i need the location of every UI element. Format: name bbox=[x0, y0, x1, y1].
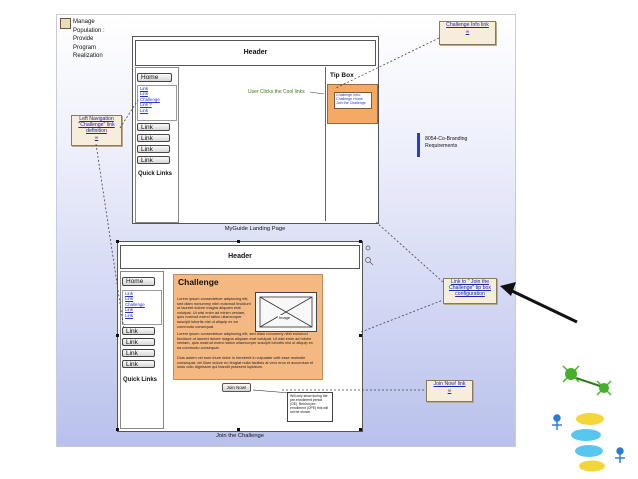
challenge-link-button[interactable]: Link bbox=[122, 327, 155, 335]
tip-link[interactable]: Join the Challenge bbox=[336, 101, 366, 105]
requirement-line: 8054-Co-Branding bbox=[425, 136, 468, 142]
pointer-arrowhead bbox=[500, 282, 516, 296]
challenge-page-caption: Join the Challenge bbox=[215, 433, 265, 439]
use-case-oval bbox=[575, 445, 603, 457]
selection-handle[interactable] bbox=[359, 240, 362, 243]
requirement-bar bbox=[417, 133, 420, 157]
note-text: Challenge Info link bbox=[446, 22, 489, 28]
landing-left-column bbox=[135, 67, 179, 223]
link-chain-icon: ∞ bbox=[447, 388, 452, 394]
nav-link[interactable]: Link bbox=[125, 291, 134, 296]
package-title-line: Program bbox=[73, 44, 97, 51]
challenge-link-button[interactable]: Link bbox=[122, 360, 155, 368]
package-title-line: Manage bbox=[73, 19, 95, 25]
nav-link[interactable]: Link bbox=[125, 312, 134, 318]
landing-nav-links: Link Link Challenge Link ? Link bbox=[137, 85, 177, 121]
connector-line bbox=[95, 143, 125, 331]
package-title-line: Population : bbox=[73, 27, 105, 34]
use-case-oval bbox=[571, 429, 601, 441]
selection-handle[interactable] bbox=[116, 428, 119, 431]
image-label: Image bbox=[278, 315, 292, 320]
landing-page-caption: MyGuide Landing Page bbox=[224, 226, 286, 232]
requirement-line: Requirements bbox=[425, 143, 458, 149]
actor-icon bbox=[615, 447, 625, 463]
landing-right-column bbox=[325, 67, 377, 221]
zoom-icon bbox=[365, 257, 371, 263]
selection-handle[interactable] bbox=[116, 240, 119, 243]
nav-link[interactable]: Link bbox=[140, 86, 149, 91]
note-join-link-config[interactable]: Link to " Join the Challenge" tip box co… bbox=[443, 278, 497, 304]
selection-handle[interactable] bbox=[237, 428, 240, 431]
note-text: Join Now! link bbox=[433, 381, 466, 387]
landing-link-button[interactable]: Link bbox=[137, 123, 170, 131]
challenge-left-column bbox=[120, 271, 164, 429]
tip-box-links: Challenge Intro Challenge Home Join the … bbox=[334, 92, 372, 109]
selection-handle[interactable] bbox=[359, 428, 362, 431]
challenge-title: Challenge bbox=[178, 277, 219, 287]
landing-quick-links: Quick Links bbox=[138, 171, 173, 177]
lorem-paragraph-2: Lorem ipsum consectetuer adipiscing elit… bbox=[177, 331, 313, 350]
landing-tip-box-label: Tip Box bbox=[330, 72, 354, 79]
connector-line bbox=[119, 99, 139, 129]
selection-handle[interactable] bbox=[359, 334, 362, 337]
actor-icon bbox=[552, 414, 562, 430]
nav-link[interactable]: Link bbox=[125, 296, 134, 302]
package-title-line: Realization bbox=[73, 53, 103, 59]
nav-link[interactable]: Link bbox=[140, 107, 149, 113]
nav-link-challenge[interactable]: Challenge bbox=[125, 301, 145, 307]
lorem-paragraph-3: Duis autem vel eum iriure dolor in hendr… bbox=[177, 355, 314, 370]
landing-home-button[interactable]: Home bbox=[137, 73, 172, 82]
connector-line bbox=[375, 221, 444, 283]
challenge-quick-links: Quick Links bbox=[123, 377, 158, 383]
package-title-line: Provide bbox=[73, 36, 94, 42]
package-icon bbox=[60, 18, 71, 29]
challenge-header: Header bbox=[120, 245, 360, 269]
challenge-nav-links: Link Link Challenge Link Link bbox=[122, 290, 162, 325]
nav-link-challenge[interactable]: Challenge bbox=[140, 96, 160, 102]
package-title: Manage Population : Provide Program Real… bbox=[73, 18, 133, 61]
landing-link-button[interactable]: Link bbox=[137, 145, 170, 153]
link-tool-icon bbox=[365, 245, 371, 251]
note-join-now-link[interactable]: Join Now! link ∞ bbox=[426, 380, 473, 402]
lorem-paragraph-1: Lorem ipsum consectetuer adipiscing elit… bbox=[177, 296, 251, 329]
selection-handle[interactable] bbox=[237, 240, 240, 243]
landing-link-button[interactable]: Link bbox=[137, 134, 170, 142]
use-case-oval bbox=[576, 413, 604, 425]
landing-page-wireframe: Header Home Link Link Challenge Link ? L… bbox=[132, 36, 379, 224]
note-challenge-info-link[interactable]: Challenge Info link ∞ bbox=[439, 21, 496, 45]
tip-link[interactable]: Challenge Home bbox=[336, 97, 363, 101]
tip-link[interactable]: Challenge Intro bbox=[336, 93, 361, 97]
use-case-oval bbox=[579, 460, 605, 472]
link-chain-icon: ∞ bbox=[465, 29, 470, 35]
challenge-home-button[interactable]: Home bbox=[122, 277, 155, 286]
join-now-button[interactable]: Join Now! bbox=[222, 383, 251, 392]
challenge-link-button[interactable]: Link bbox=[122, 349, 155, 357]
image-placeholder: Image bbox=[255, 292, 317, 332]
selection-handle[interactable] bbox=[116, 334, 119, 337]
connector-line bbox=[335, 37, 440, 89]
user-clicks-label: User Clicks the Cool links bbox=[248, 89, 305, 95]
nav-link[interactable]: Link bbox=[125, 307, 134, 313]
join-callout-note: Will only show during the pre-enrollment… bbox=[287, 392, 333, 422]
note-text: Link to " Join the Challenge" tip box co… bbox=[449, 279, 491, 297]
image-placeholder-icon bbox=[259, 296, 313, 328]
note-text: Left Navigation "Challenge" link definit… bbox=[78, 116, 115, 134]
connector-line bbox=[309, 91, 325, 95]
connector-line bbox=[360, 299, 444, 333]
nav-link[interactable]: Link bbox=[140, 91, 149, 97]
nav-link[interactable]: Link ? bbox=[140, 102, 152, 108]
pointer-arrow bbox=[509, 288, 578, 324]
challenge-link-button[interactable]: Link bbox=[122, 338, 155, 346]
connector-line bbox=[252, 389, 291, 394]
link-chain-icon: ∞ bbox=[94, 135, 99, 141]
requirement-label: 8054-Co-Branding Requirements bbox=[425, 136, 467, 150]
landing-header: Header bbox=[135, 40, 376, 66]
challenge-page-wireframe: Header Home Link Link Challenge Link Lin… bbox=[117, 241, 363, 432]
landing-link-button[interactable]: Link bbox=[137, 156, 170, 164]
